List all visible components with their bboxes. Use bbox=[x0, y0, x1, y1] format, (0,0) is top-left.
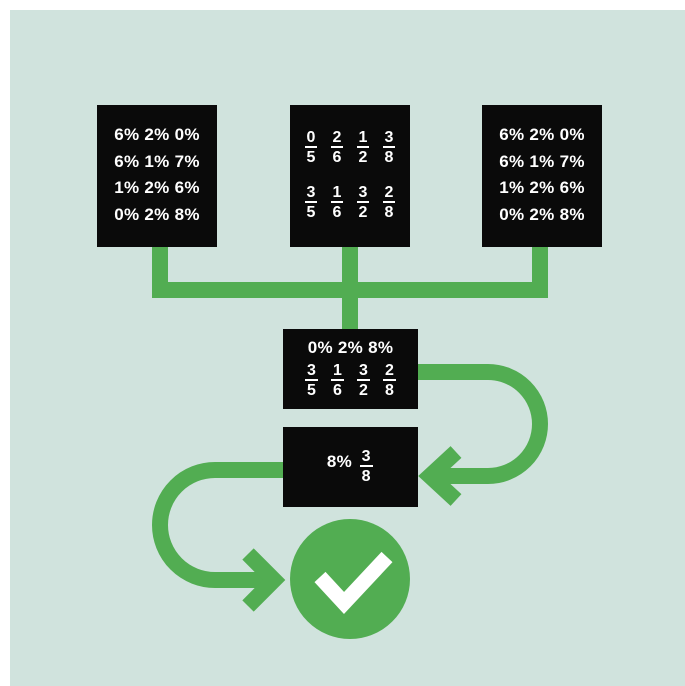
top-right-row-3: 1% 2% 6% bbox=[499, 178, 585, 197]
connector-loop-left bbox=[152, 462, 283, 588]
result-percent: 8% bbox=[326, 452, 353, 471]
success-circle bbox=[290, 519, 410, 639]
connector-lines bbox=[152, 246, 548, 612]
arrowhead-to-check bbox=[242, 548, 286, 612]
merged-percent-row: 0% 2% 8% bbox=[307, 338, 394, 357]
top-left-box: 6% 2% 0% 6% 1% 7% 1% 2% 6% 0% 2% 8% bbox=[97, 105, 217, 247]
top-left-row-2: 6% 1% 7% bbox=[114, 151, 200, 171]
top-right-row-4: 0% 2% 8% bbox=[499, 204, 585, 224]
top-left-row-3: 1% 2% 6% bbox=[114, 178, 200, 197]
top-right-row-2: 6% 1% 7% bbox=[499, 151, 585, 171]
top-right-box: 6% 2% 0% 6% 1% 7% 1% 2% 6% 0% 2% 8% bbox=[482, 105, 602, 247]
top-left-row-4: 0% 2% 8% bbox=[114, 204, 200, 224]
connector-right-branch bbox=[350, 246, 548, 298]
top-left-row-1: 6% 2% 0% bbox=[114, 125, 200, 144]
top-right-row-1: 6% 2% 0% bbox=[499, 125, 585, 144]
success-badge bbox=[290, 519, 410, 639]
arrowhead-to-result bbox=[418, 446, 462, 506]
connector-left-branch bbox=[152, 246, 350, 298]
connector-loop-right bbox=[418, 364, 548, 484]
checkmark-icon bbox=[314, 551, 393, 615]
